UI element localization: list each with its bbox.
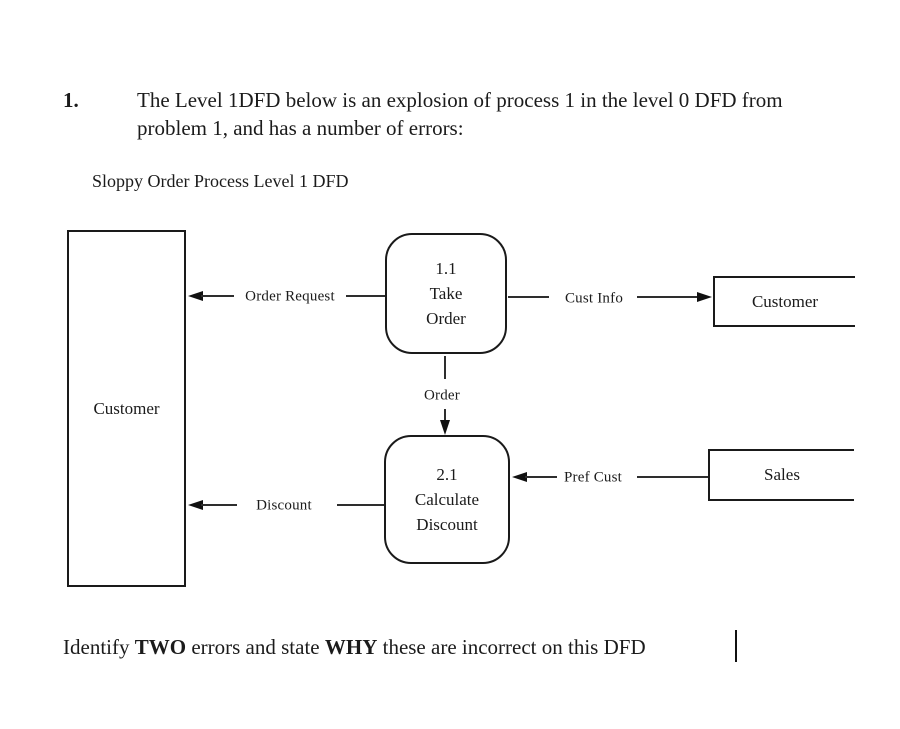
cust-info-arrowhead (697, 292, 712, 302)
question-suffix: these are incorrect on this DFD (377, 635, 646, 659)
entity-sales: Sales (708, 449, 854, 501)
text-cursor (735, 630, 737, 662)
order-arrowhead (440, 420, 450, 435)
question-prompt[interactable]: Identify TWO errors and state WHY these … (63, 632, 646, 662)
process-take-order-number: 1.1 (435, 259, 457, 278)
flow-label-discount: Discount (256, 497, 312, 514)
flow-label-order-request: Order Request (245, 288, 335, 305)
question-bold-two: TWO (134, 635, 187, 659)
problem-statement-line-2: problem 1, and has a number of errors: (137, 116, 464, 140)
flow-label-cust-info: Cust Info (564, 290, 624, 307)
process-calculate-discount-name-line-1: Calculate (414, 490, 480, 509)
process-take-order-name-line-2: Order (426, 309, 466, 328)
pref-cust-arrowhead (512, 472, 527, 482)
flow-label-pref-cust: Pref Cust (563, 469, 623, 486)
question-middle: errors and state (186, 635, 325, 659)
problem-number: 1. (63, 88, 79, 112)
process-calculate-discount-number: 2.1 (436, 465, 458, 484)
process-calculate-discount-name-line-2: Discount (416, 515, 478, 534)
problem-statement: The Level 1DFD below is an explosion of … (137, 86, 783, 142)
problem-statement-line-1: The Level 1DFD below is an explosion of … (137, 88, 783, 112)
process-take-order-name-line-1: Take (429, 284, 463, 303)
question-prefix: Identify (63, 635, 135, 659)
diagram-caption: Sloppy Order Process Level 1 DFD (92, 171, 349, 191)
process-calculate-discount: 2.1 Calculate Discount (384, 435, 510, 564)
entity-customer-left: Customer (67, 230, 186, 587)
discount-arrowhead (188, 500, 203, 510)
question-bold-why: WHY (324, 635, 378, 659)
order-request-arrowhead (188, 291, 203, 301)
process-take-order: 1.1 Take Order (385, 233, 507, 354)
entity-customer-left-label: Customer (93, 398, 160, 418)
entity-customer-right: Customer (713, 276, 855, 327)
entity-customer-right-label: Customer (751, 291, 819, 311)
flow-label-order: Order (424, 387, 460, 404)
entity-sales-label: Sales (764, 465, 800, 484)
